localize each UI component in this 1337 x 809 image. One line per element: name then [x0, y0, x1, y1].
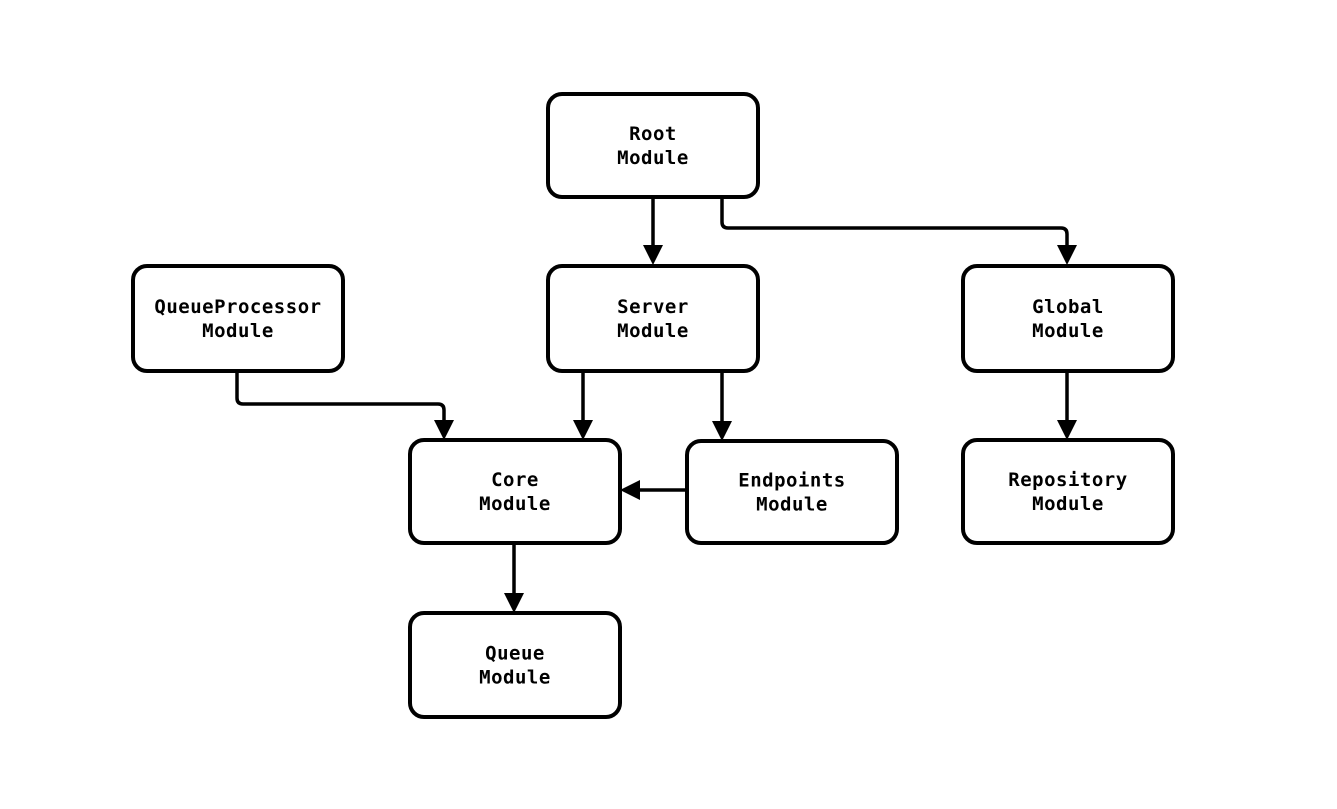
node-box-server[interactable] — [546, 264, 760, 373]
edge-endpoints-to-core — [620, 480, 687, 500]
edge-line-queueprocessor-to-core — [235, 371, 446, 426]
node-label-line2-root: Module — [617, 147, 689, 169]
arrowhead-icon-queueprocessor-to-core — [434, 420, 454, 440]
node-label-line1-global: Global — [1032, 296, 1104, 318]
node-label-line2-server: Module — [617, 320, 689, 342]
node-label-line2-core: Module — [479, 493, 551, 515]
node-label-line1-server: Server — [617, 296, 689, 318]
node-box-core[interactable] — [408, 438, 622, 545]
arrowhead-icon-root-to-server — [643, 245, 663, 265]
node-label-line2-queueprocessor: Module — [202, 320, 274, 342]
arrowhead-icon-root-to-global — [1057, 245, 1077, 265]
edge-root-to-server — [643, 197, 663, 265]
arrowhead-icon-server-to-endpoints — [712, 421, 732, 441]
node-box-root[interactable] — [546, 92, 760, 199]
edge-server-to-endpoints — [712, 371, 732, 441]
edge-queueprocessor-to-core — [235, 371, 454, 440]
node-label-line2-global: Module — [1032, 320, 1104, 342]
nodes-layer: RootModuleQueueProcessorModuleServerModu… — [131, 92, 1175, 719]
edge-server-to-core — [573, 371, 593, 440]
node-box-repository[interactable] — [961, 438, 1175, 545]
node-box-endpoints[interactable] — [685, 439, 899, 545]
edge-line-root-to-global — [720, 197, 1069, 251]
node-box-queue[interactable] — [408, 611, 622, 719]
edges-layer — [235, 197, 1077, 613]
node-label-line1-root: Root — [629, 123, 677, 145]
node-label-line1-endpoints: Endpoints — [738, 470, 845, 492]
node-label-line1-queue: Queue — [485, 643, 545, 665]
edge-root-to-global — [720, 197, 1077, 265]
arrowhead-icon-endpoints-to-core — [620, 480, 640, 500]
node-box-queueprocessor[interactable] — [131, 264, 345, 373]
node-label-line2-repository: Module — [1032, 493, 1104, 515]
edge-core-to-queue — [504, 543, 524, 613]
node-label-line2-queue: Module — [479, 667, 551, 689]
arrowhead-icon-global-to-repository — [1057, 420, 1077, 440]
node-label-line1-core: Core — [491, 469, 539, 491]
node-label-line1-queueprocessor: QueueProcessor — [154, 296, 321, 318]
node-box-global[interactable] — [961, 264, 1175, 373]
arrowhead-icon-server-to-core — [573, 420, 593, 440]
edge-global-to-repository — [1057, 371, 1077, 440]
node-label-line2-endpoints: Module — [756, 494, 828, 516]
arrowhead-icon-core-to-queue — [504, 593, 524, 613]
node-label-line1-repository: Repository — [1008, 469, 1127, 491]
